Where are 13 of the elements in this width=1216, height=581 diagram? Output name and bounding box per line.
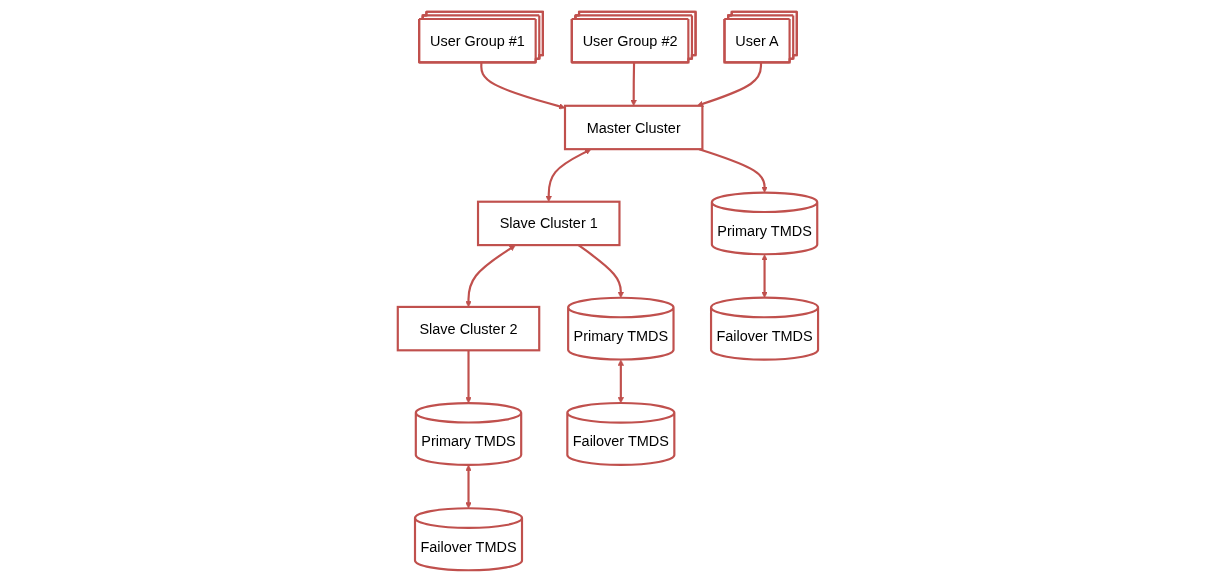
arrow	[696, 62, 763, 107]
arrow	[630, 62, 637, 106]
node-box: Slave Cluster 2	[396, 305, 541, 351]
arrow	[617, 359, 625, 403]
arrow	[465, 349, 472, 403]
arrow	[761, 253, 768, 298]
arrow	[465, 244, 516, 307]
node-box: Master Cluster	[564, 104, 704, 150]
arrow	[545, 148, 592, 202]
node-box: Slave Cluster 1	[477, 200, 621, 246]
arrow	[465, 464, 472, 509]
arrow	[698, 147, 768, 193]
arrow	[480, 62, 566, 109]
